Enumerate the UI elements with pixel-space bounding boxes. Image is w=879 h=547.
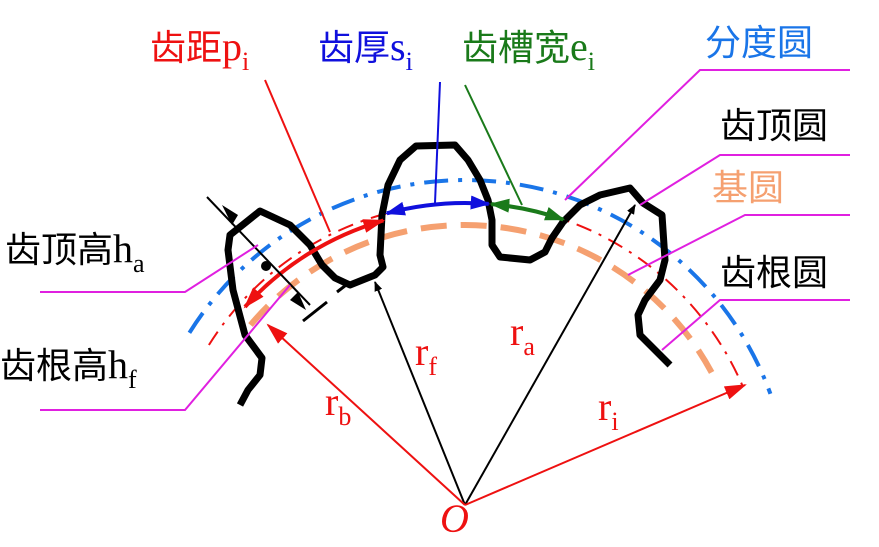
pitch-label: 齿距pi xyxy=(150,24,249,76)
space-width-label: 齿槽宽ei xyxy=(462,24,595,76)
radius-ri-line xyxy=(464,384,747,506)
base-circle-label: 基圆 xyxy=(712,168,784,209)
magenta-leaders xyxy=(40,69,850,411)
ra-label: ra xyxy=(510,309,535,361)
pitch-leader xyxy=(264,79,331,233)
pitch-point-marker xyxy=(261,261,271,271)
rf-label: rf xyxy=(415,329,437,381)
addendum-dimension-line xyxy=(206,196,311,306)
dedendum-circle-label: 齿根圆 xyxy=(720,253,828,294)
ri-label: ri xyxy=(598,384,619,436)
thickness-leader xyxy=(434,81,441,204)
rb-label: rb xyxy=(325,379,351,431)
dedendum-label: 齿根高hf xyxy=(0,342,137,394)
addendum-arrow-bottom xyxy=(290,292,306,310)
pitch-circle-leader xyxy=(564,69,850,201)
addendum-circle-label: 齿顶圆 xyxy=(720,106,828,147)
radius-rf-line xyxy=(374,281,466,506)
dedendum-circle-leader xyxy=(661,299,850,351)
base-circle-leader xyxy=(627,214,850,276)
dedendum-leader xyxy=(40,284,291,411)
addendum-arrow-top xyxy=(222,205,238,225)
radius-rb-line xyxy=(266,323,466,506)
addendum-label: 齿顶高ha xyxy=(5,226,145,278)
addendum-circle-leader xyxy=(639,154,850,206)
space-width-arc-arrow xyxy=(489,198,566,222)
dedendum-tick-2 xyxy=(336,280,351,294)
thickness-label: 齿厚si xyxy=(318,24,413,76)
dedendum-tick xyxy=(302,300,328,323)
space-width-leader xyxy=(464,84,523,206)
radius-ra-line xyxy=(464,204,636,506)
pitch-circle-label: 分度圆 xyxy=(705,23,813,64)
pitch-arc-arrow xyxy=(243,218,386,309)
origin-label: O xyxy=(440,496,469,541)
gear-tooth-profile xyxy=(224,141,673,407)
addendum-leader xyxy=(40,244,259,293)
thickness-arc-arrow xyxy=(384,195,491,216)
pitch-circle-arc xyxy=(187,178,773,395)
